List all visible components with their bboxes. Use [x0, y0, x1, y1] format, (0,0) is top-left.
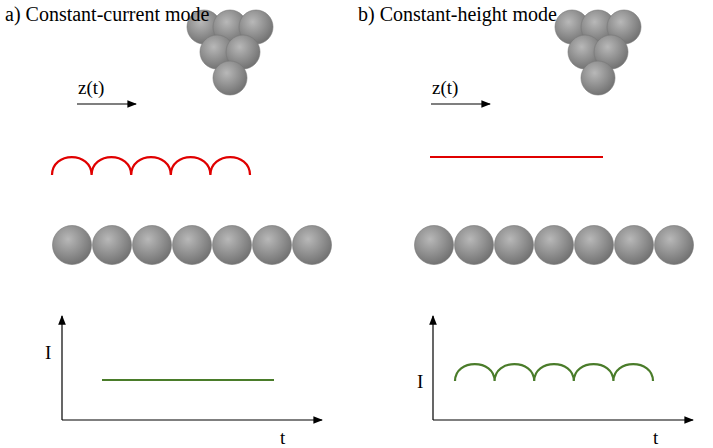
axis-label: I: [417, 372, 423, 391]
scan-label: z(t): [78, 78, 104, 97]
scan-arrow: [431, 103, 490, 104]
axis: [62, 419, 322, 420]
scan-label: z(t): [432, 78, 458, 97]
atom: [415, 226, 454, 265]
atom: [53, 226, 92, 265]
atom: [173, 226, 212, 265]
scan-arrow: [77, 103, 136, 104]
atom: [575, 226, 614, 265]
atom: [655, 226, 694, 265]
atom: [213, 226, 252, 265]
atom: [495, 226, 534, 265]
atom: [455, 226, 494, 265]
tip-trajectory: [52, 157, 250, 175]
axis-label: t: [653, 428, 658, 447]
current-signal: [455, 364, 653, 381]
axis: [61, 316, 62, 420]
axis-label: t: [280, 428, 285, 447]
atom: [133, 226, 172, 265]
atom-group: [53, 10, 694, 265]
atom: [93, 226, 132, 265]
panel-heading: b) Constant-height mode: [358, 4, 557, 24]
tip-trajectory: [430, 156, 603, 158]
axis: [432, 316, 433, 420]
panel-heading: a) Constant-current mode: [5, 4, 209, 24]
axis: [433, 419, 693, 420]
atom: [253, 226, 292, 265]
axis-label: I: [45, 343, 51, 362]
atom: [535, 226, 574, 265]
atom: [213, 61, 247, 95]
atom: [293, 226, 332, 265]
current-signal: [102, 379, 274, 381]
atom: [581, 61, 615, 95]
atom: [615, 226, 654, 265]
